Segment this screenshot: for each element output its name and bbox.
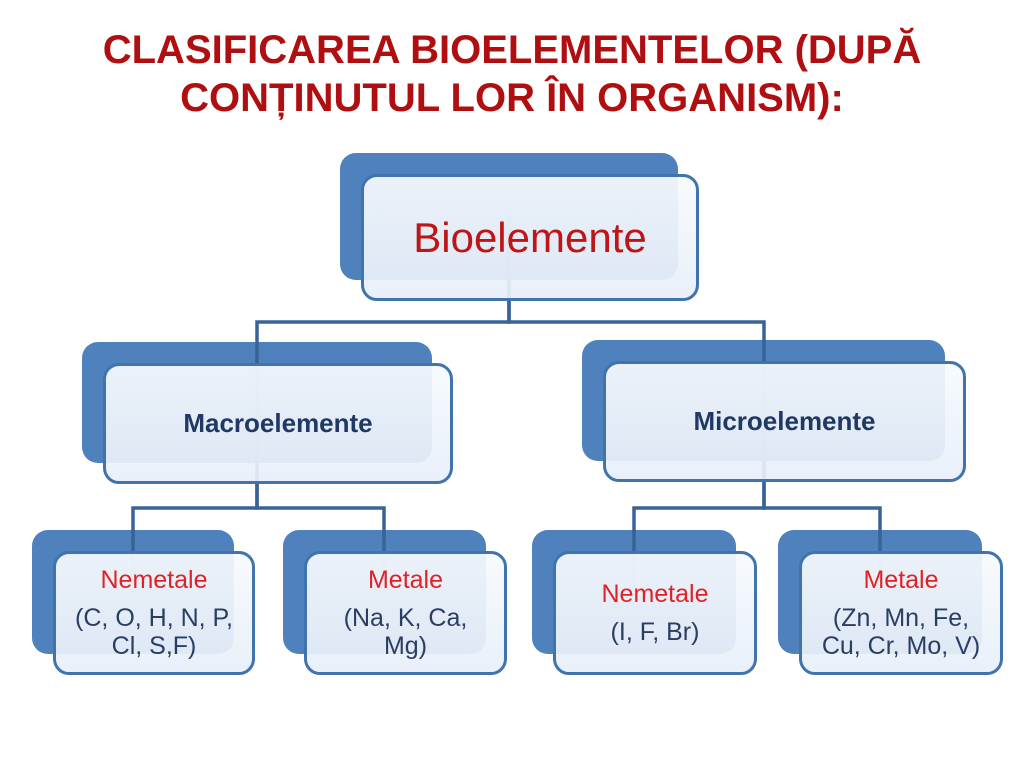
node-box: Nemetale (I, F, Br) [553, 551, 757, 675]
leaf-title: Metale [863, 566, 939, 594]
node-box: Nemetale (C, O, H, N, P, Cl, S,F) [53, 551, 255, 675]
node-bioelemente: Bioelemente [340, 153, 721, 323]
node-label: Microelemente [693, 406, 876, 436]
node-box: Microelemente [603, 361, 966, 482]
node-label: Bioelemente [413, 213, 647, 261]
node-box: Metale (Zn, Mn, Fe, Cu, Cr, Mo, V) [799, 551, 1003, 675]
node-metale-micro: Metale (Zn, Mn, Fe, Cu, Cr, Mo, V) [778, 530, 1024, 697]
leaf-title: Nemetale [100, 566, 208, 594]
leaf-title: Metale [367, 566, 444, 594]
leaf-formula: (C, O, H, N, P, Cl, S,F) [75, 604, 233, 660]
node-metale-macro: Metale (Na, K, Ca, Mg) [283, 530, 530, 697]
node-nemetale-macro: Nemetale (C, O, H, N, P, Cl, S,F) [32, 530, 278, 697]
leaf-formula: (Na, K, Ca, Mg) [343, 604, 468, 660]
node-macroelemente: Macroelemente [82, 342, 476, 507]
leaf-formula: (Zn, Mn, Fe, Cu, Cr, Mo, V) [821, 604, 981, 660]
node-microelemente: Microelemente [582, 340, 989, 506]
node-box: Macroelemente [103, 363, 453, 484]
node-nemetale-micro: Nemetale (I, F, Br) [532, 530, 780, 697]
slide-title: CLASIFICAREA BIOELEMENTELOR (DUPĂ CONȚIN… [102, 28, 922, 120]
node-label: Macroelemente [183, 408, 373, 438]
leaf-title: Nemetale [601, 580, 709, 608]
node-box: Bioelemente [361, 174, 699, 301]
node-box: Metale (Na, K, Ca, Mg) [304, 551, 507, 675]
leaf-formula: (I, F, Br) [610, 618, 700, 646]
